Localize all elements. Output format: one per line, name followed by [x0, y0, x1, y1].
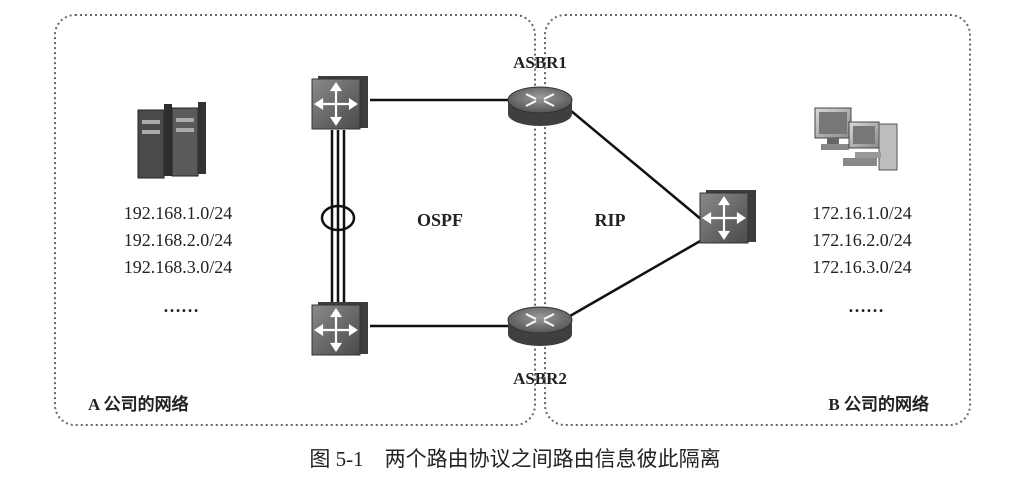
company-b-ellipsis: ……	[848, 296, 884, 316]
link-aggregation-ellipse	[320, 204, 356, 232]
server-icon	[137, 102, 206, 179]
links	[330, 98, 703, 328]
company-a-label: A 公司的网络	[88, 394, 189, 414]
protocol-rip-label: RIP	[595, 210, 626, 230]
link-asbr2-switch3	[569, 238, 703, 318]
company-b-network-3: 172.16.3.0/24	[812, 257, 912, 277]
pc-icon	[814, 107, 898, 171]
company-a-network-2: 192.168.2.0/24	[124, 230, 233, 250]
company-a-ellipsis: ……	[163, 296, 199, 316]
company-b-network-1: 172.16.1.0/24	[812, 203, 912, 223]
router-asbr2-label: ASBR2	[513, 369, 567, 388]
switch-1-icon	[311, 76, 368, 130]
router-asbr1-label: ASBR1	[513, 53, 567, 72]
link-asbr1-switch3	[569, 109, 703, 221]
company-b-network-2: 172.16.2.0/24	[812, 230, 912, 250]
switch-2-icon	[311, 302, 368, 356]
company-a-area	[54, 14, 536, 426]
figure-caption: 图 5-1 两个路由协议之间路由信息彼此隔离	[309, 447, 720, 471]
protocol-ospf-label: OSPF	[417, 210, 463, 230]
company-b-label: B 公司的网络	[828, 394, 929, 414]
company-a-network-1: 192.168.1.0/24	[124, 203, 233, 223]
company-a-network-3: 192.168.3.0/24	[124, 257, 233, 277]
company-b-area	[544, 14, 971, 426]
router-asbr2-icon	[507, 306, 573, 346]
switch-3-icon	[699, 190, 756, 244]
router-asbr1-icon	[507, 86, 573, 126]
